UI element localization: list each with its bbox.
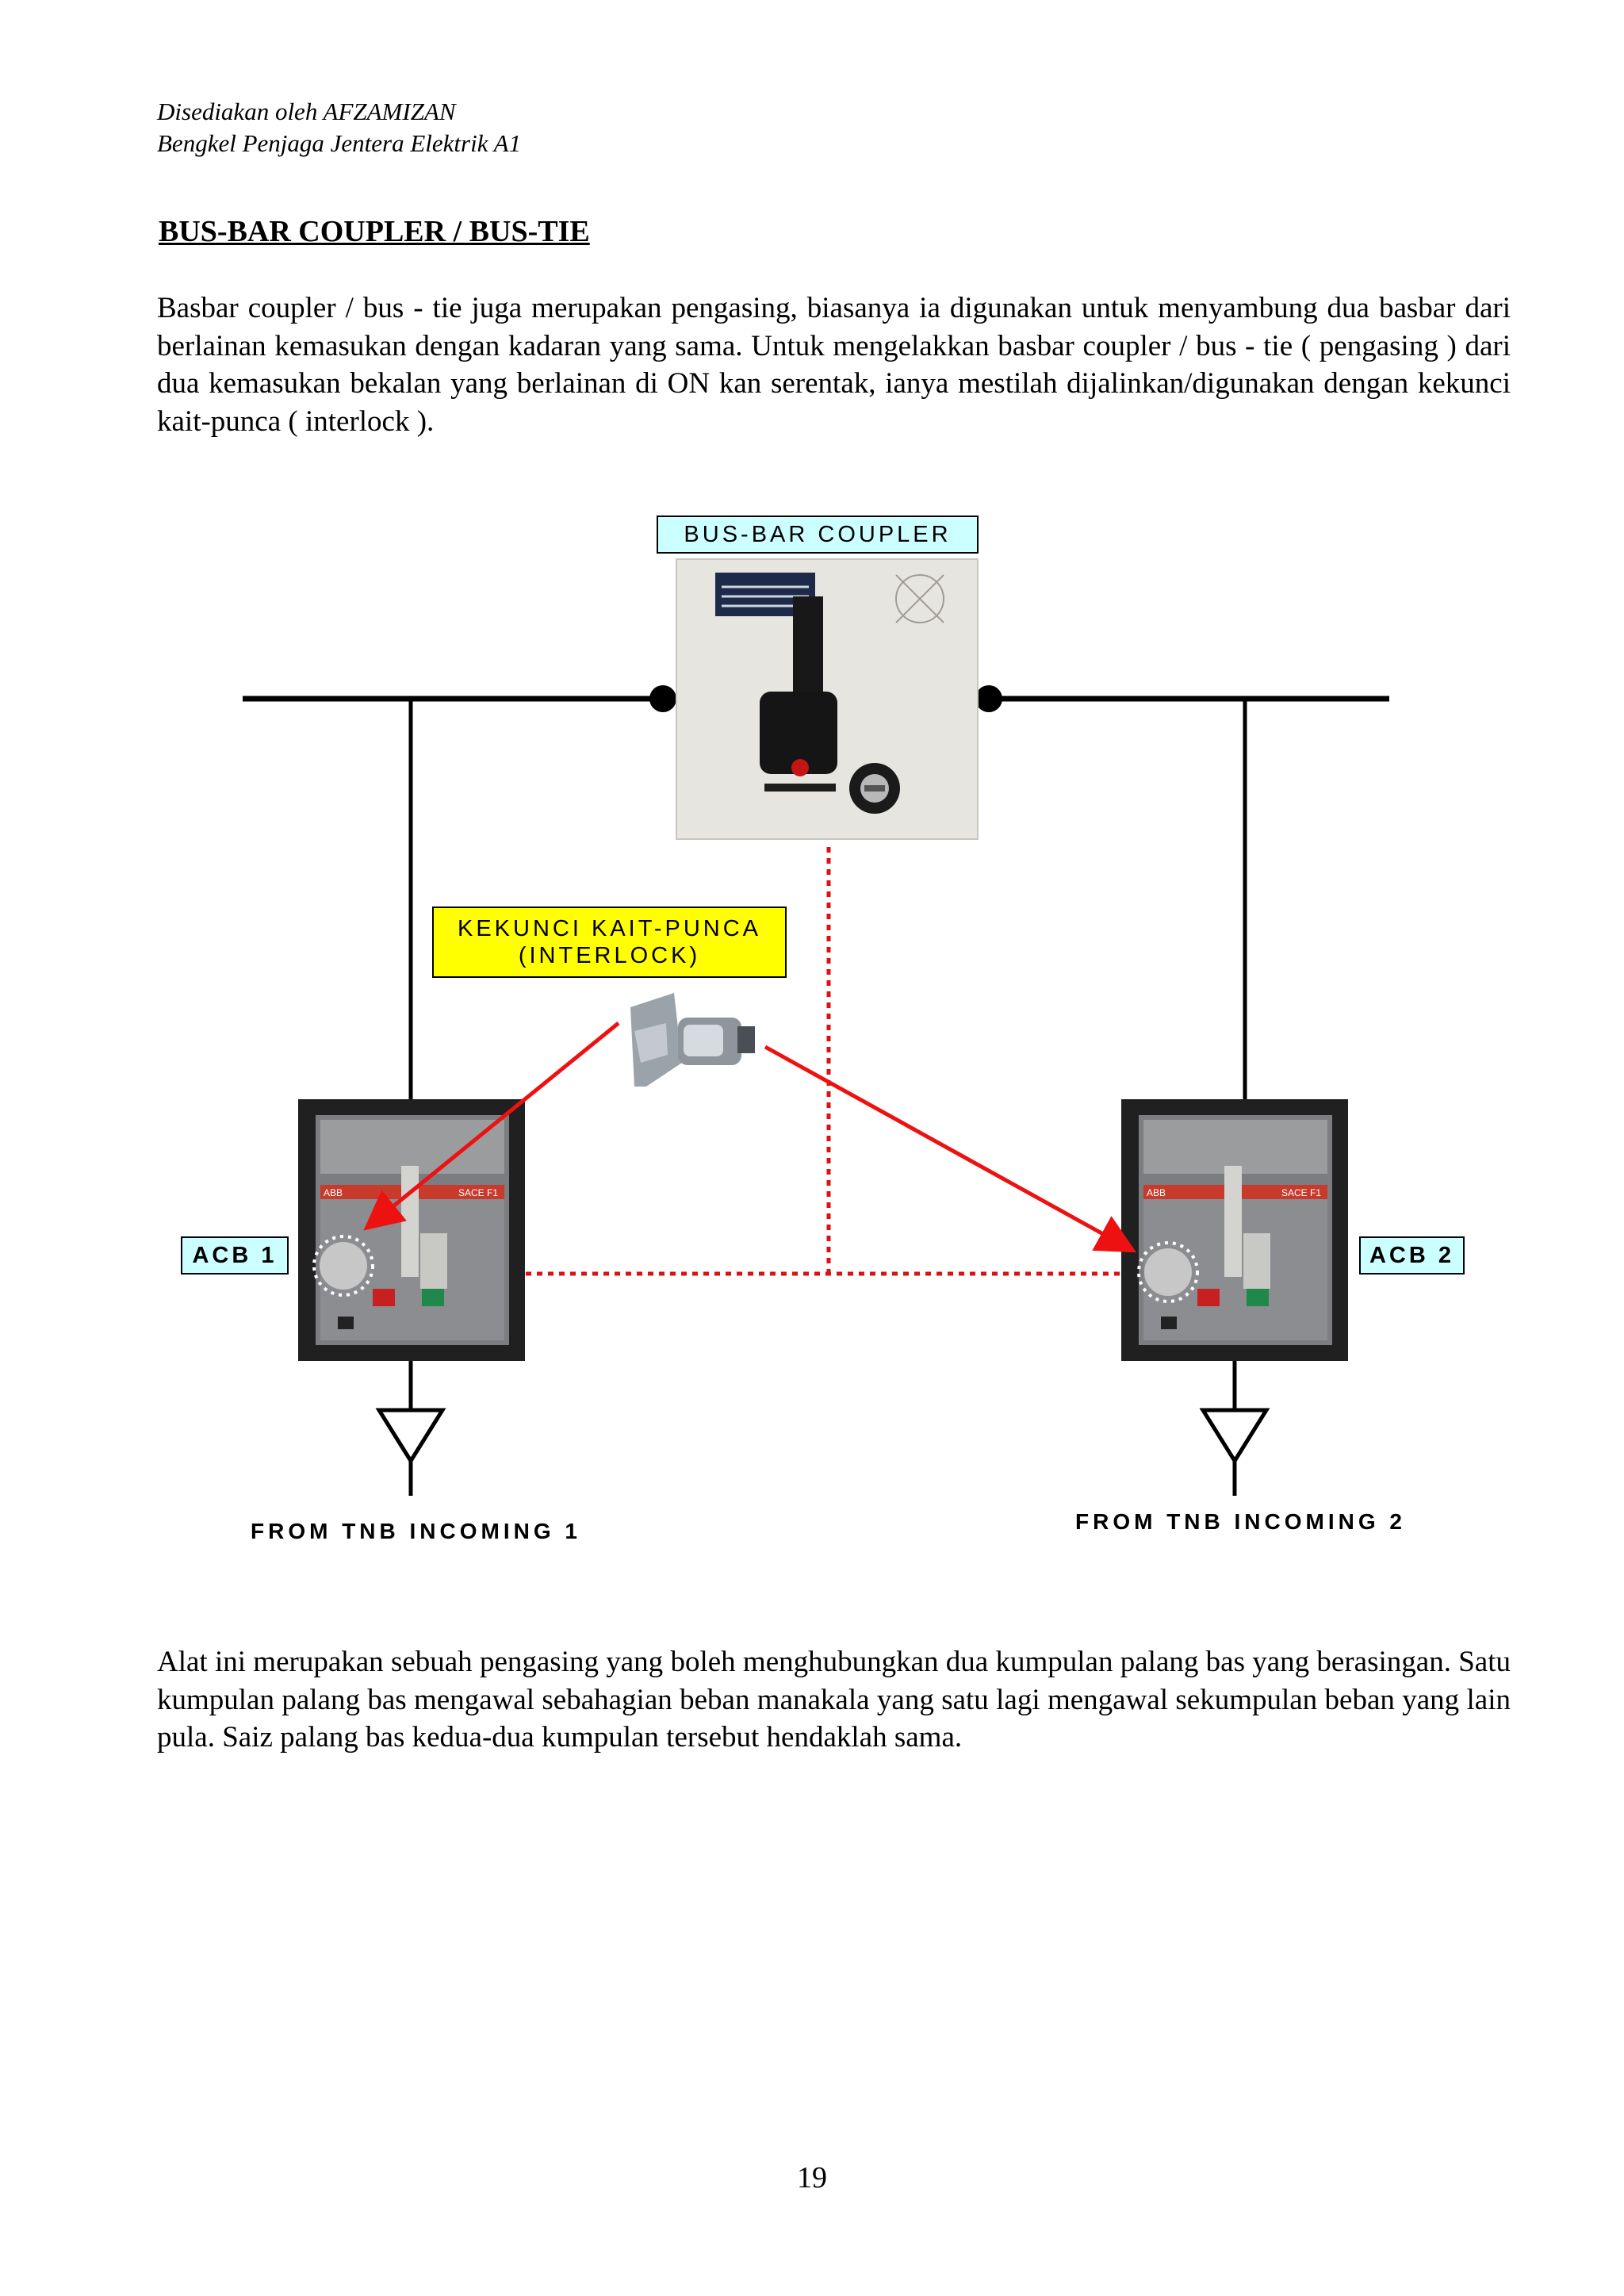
acb1-key-lock [320,1242,367,1290]
acb1-breaker [298,1099,525,1361]
interlock-key-photo [630,993,755,1087]
coupler-handle [793,596,823,696]
left-busbar-node [649,685,676,712]
acb2-label: ACB 2 [1359,1236,1465,1274]
arrow-to-acb1 [363,1022,620,1231]
acb2-key-lock [1144,1248,1192,1296]
description-paragraph: Alat ini merupakan sebuah pengasing yang… [157,1646,1511,1754]
acb1-brand-text: ABB [324,1187,343,1198]
coupler-switch-body [760,692,837,774]
coupler-photo [676,558,979,840]
incoming1-triangle [375,1408,446,1465]
acb1-model-text: SACE F1 [458,1187,498,1198]
acb2-red-button [1197,1289,1220,1306]
coupler-label: BUS-BAR COUPLER [657,516,979,554]
incoming2-label: FROM TNB INCOMING 2 [1075,1509,1406,1534]
right-busbar-node [975,685,1002,712]
intro-paragraph: Basbar coupler / bus - tie juga merupaka… [157,292,1511,438]
acb1-label: ACB 1 [181,1236,289,1274]
interlock-label-line2: (INTERLOCK) [518,943,701,968]
acb2-model-text: SACE F1 [1281,1187,1321,1198]
incoming2-triangle [1199,1408,1270,1465]
acb1-green-button [422,1289,444,1306]
acb1-red-button [373,1289,395,1306]
header-workshop: Bengkel Penjaga Jentera Elektrik A1 [157,129,522,157]
page-number: 19 [797,2161,827,2194]
coupler-red-button [791,759,809,776]
acb2-brand-text: ABB [1147,1187,1166,1198]
interlock-label: KEKUNCI KAIT-PUNCA (INTERLOCK) [432,907,787,978]
header-author: Disediakan oleh AFZAMIZAN [157,98,456,125]
interlock-label-line1: KEKUNCI KAIT-PUNCA [458,916,761,941]
coupler-warning-sticker [895,574,944,623]
page-title: BUS-BAR COUPLER / BUS-TIE [159,215,590,248]
arrow-to-acb2 [764,1045,1137,1253]
acb2-green-button [1247,1289,1269,1306]
acb2-breaker [1121,1099,1348,1361]
incoming1-label: FROM TNB INCOMING 1 [251,1519,581,1543]
